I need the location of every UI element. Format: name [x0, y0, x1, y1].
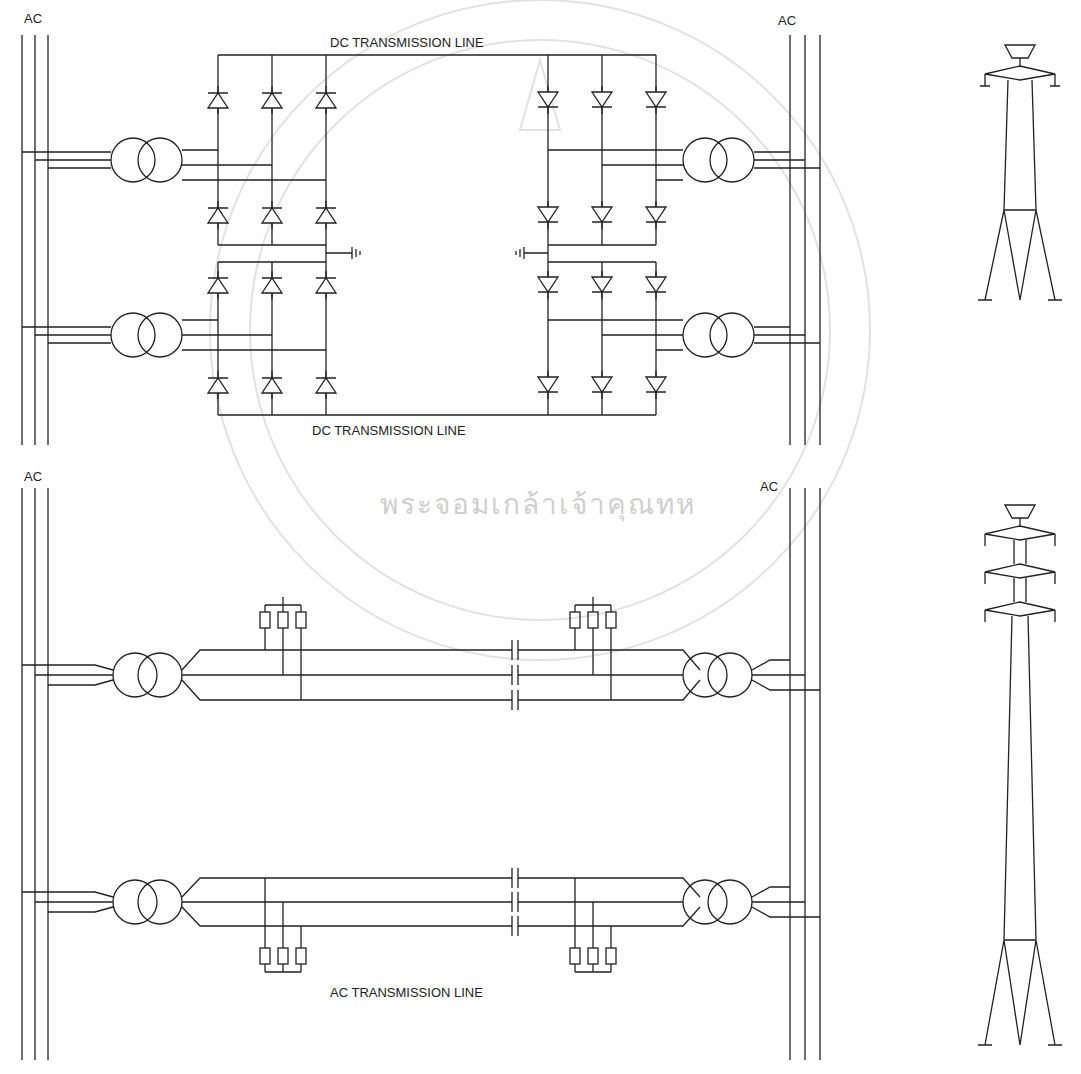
diode-symbol [538, 271, 558, 299]
line-label: DC TRANSMISSION LINE [330, 36, 484, 50]
diode-symbol [646, 271, 666, 299]
bus-label: AC [778, 14, 796, 28]
diode-symbol [592, 86, 612, 114]
watermark-seal [210, 0, 870, 660]
diode-symbol [208, 201, 228, 229]
diode-symbol [592, 271, 612, 299]
diode-symbol [538, 371, 558, 399]
line-label: DC TRANSMISSION LINE [312, 424, 466, 438]
watermark: พระจอมเกล้าเจ้าคุณทห [380, 490, 696, 521]
diode-symbol [316, 86, 336, 114]
bus-label: AC [24, 12, 42, 26]
diode-symbol [316, 201, 336, 229]
diode-symbol [646, 86, 666, 114]
diode-symbol [208, 271, 228, 299]
diode-symbol [316, 371, 336, 399]
diode-symbol [646, 371, 666, 399]
diode-symbol [262, 86, 282, 114]
diode-symbol [262, 271, 282, 299]
diode-symbol [262, 371, 282, 399]
diode-symbol [646, 201, 666, 229]
diode-symbol [592, 371, 612, 399]
diode-symbol [592, 201, 612, 229]
diode-symbol [538, 201, 558, 229]
line-label: AC TRANSMISSION LINE [330, 986, 483, 1000]
diode-symbol [262, 201, 282, 229]
bus-label: AC [24, 470, 42, 484]
diode-symbol [208, 371, 228, 399]
diode-symbol [208, 86, 228, 114]
bus-label: AC [760, 480, 778, 494]
diode-symbol [316, 271, 336, 299]
diode-symbol [538, 86, 558, 114]
